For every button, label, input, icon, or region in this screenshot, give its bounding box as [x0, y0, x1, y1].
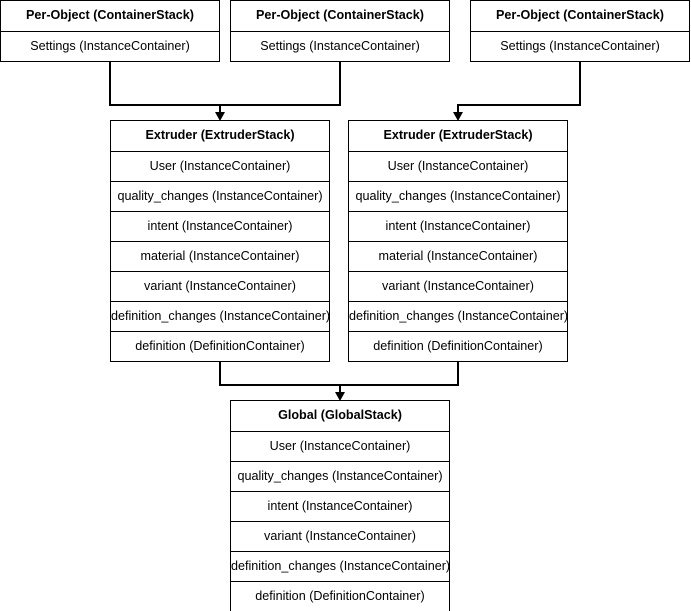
node-row: User (InstanceContainer) [111, 151, 329, 181]
node-extruder-2[interactable]: Extruder (ExtruderStack) User (InstanceC… [348, 120, 568, 362]
node-row: intent (InstanceContainer) [349, 211, 567, 241]
node-header: Per-Object (ContainerStack) [256, 8, 424, 22]
edge-bracket-extruder-1 [109, 104, 341, 106]
edge-to-extruder-2 [457, 104, 459, 117]
edge-to-global [339, 384, 341, 397]
node-row: variant (InstanceContainer) [111, 271, 329, 301]
node-row: definition_changes (InstanceContainer) [231, 551, 449, 581]
node-header: Extruder (ExtruderStack) [145, 128, 295, 142]
node-row: User (InstanceContainer) [231, 431, 449, 461]
node-row: definition_changes (InstanceContainer) [349, 301, 567, 331]
node-row: definition (DefinitionContainer) [349, 331, 567, 361]
node-per-object-3[interactable]: Per-Object (ContainerStack) Settings (In… [470, 0, 690, 62]
node-row: variant (InstanceContainer) [349, 271, 567, 301]
node-row: quality_changes (InstanceContainer) [111, 181, 329, 211]
node-row: Settings (InstanceContainer) [231, 31, 449, 61]
node-row: Settings (InstanceContainer) [1, 31, 219, 61]
arrowhead-global [334, 392, 345, 401]
edge-bracket-global [219, 384, 459, 386]
edge-bracket-extruder-2 [457, 104, 581, 106]
node-row: definition (DefinitionContainer) [231, 581, 449, 611]
node-header: Per-Object (ContainerStack) [496, 8, 664, 22]
node-row: Settings (InstanceContainer) [471, 31, 689, 61]
node-row: variant (InstanceContainer) [231, 521, 449, 551]
node-row: material (InstanceContainer) [349, 241, 567, 271]
edge-extruder-1-stub [219, 361, 221, 385]
node-extruder-1[interactable]: Extruder (ExtruderStack) User (InstanceC… [110, 120, 330, 362]
node-header: Per-Object (ContainerStack) [26, 8, 194, 22]
edge-per-object-2-stub [339, 61, 341, 106]
node-row: intent (InstanceContainer) [231, 491, 449, 521]
node-row: quality_changes (InstanceContainer) [231, 461, 449, 491]
edge-per-object-1-stub [109, 61, 111, 106]
node-row: material (InstanceContainer) [111, 241, 329, 271]
node-row: definition_changes (InstanceContainer) [111, 301, 329, 331]
node-row: intent (InstanceContainer) [111, 211, 329, 241]
node-header: Extruder (ExtruderStack) [383, 128, 533, 142]
node-row: User (InstanceContainer) [349, 151, 567, 181]
node-header: Global (GlobalStack) [278, 408, 402, 422]
edge-per-object-3-stub [579, 61, 581, 106]
node-per-object-2[interactable]: Per-Object (ContainerStack) Settings (In… [230, 0, 450, 62]
node-per-object-1[interactable]: Per-Object (ContainerStack) Settings (In… [0, 0, 220, 62]
arrowhead-extruder-2 [452, 112, 463, 121]
arrowhead-extruder-1 [214, 112, 225, 121]
edge-to-extruder-1 [219, 104, 221, 117]
edge-extruder-2-stub [457, 361, 459, 385]
node-row: definition (DefinitionContainer) [111, 331, 329, 361]
node-global-1[interactable]: Global (GlobalStack) User (InstanceConta… [230, 400, 450, 611]
node-row: quality_changes (InstanceContainer) [349, 181, 567, 211]
